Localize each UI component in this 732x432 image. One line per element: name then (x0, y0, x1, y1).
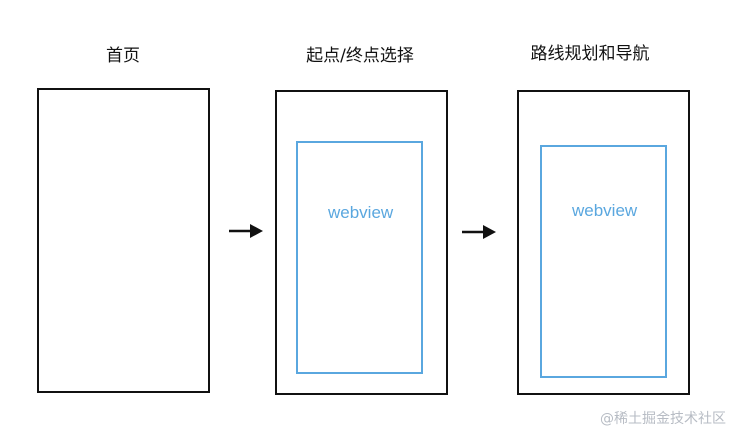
arrow-right-icon (462, 225, 496, 239)
webview-label: webview (328, 203, 394, 222)
watermark: @稀土掘金技术社区 (600, 411, 726, 427)
webview-label: webview (572, 201, 638, 220)
step-title-start-end-selection: 起点/终点选择 (306, 46, 414, 66)
phone-frame-route-navigation (517, 90, 690, 395)
webview-container (296, 141, 423, 374)
webview-container (540, 145, 667, 378)
phone-frame-home (37, 88, 210, 393)
phone-frame-start-end-selection (275, 90, 448, 395)
arrow-right-icon (229, 224, 263, 238)
step-title-route-navigation: 路线规划和导航 (530, 44, 650, 64)
step-title-home: 首页 (106, 46, 140, 66)
